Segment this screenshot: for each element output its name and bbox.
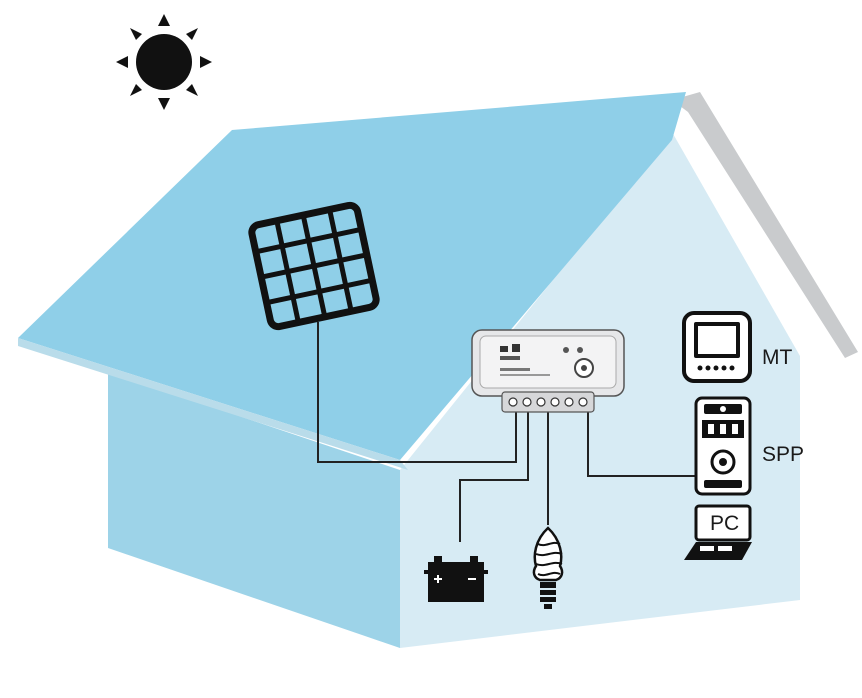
charge-controller-icon bbox=[471, 329, 625, 413]
wiring bbox=[317, 322, 706, 542]
spp-label: SPP bbox=[762, 443, 804, 466]
house-front-wall bbox=[108, 372, 400, 648]
laptop-icon bbox=[684, 504, 752, 560]
load-wire bbox=[587, 405, 706, 477]
battery-wire bbox=[459, 405, 529, 542]
panel-wire bbox=[317, 322, 517, 463]
mt-label: MT bbox=[762, 346, 792, 369]
meter-icon bbox=[682, 311, 752, 383]
roof bbox=[18, 92, 686, 460]
roof-right-edge bbox=[672, 92, 858, 358]
pc-label: PC bbox=[710, 512, 739, 535]
smart-power-plug-icon bbox=[694, 396, 752, 496]
battery-icon bbox=[424, 556, 488, 602]
solar-panel-icon bbox=[248, 201, 380, 331]
sun-icon bbox=[116, 14, 212, 110]
roof-eave-edge bbox=[18, 338, 408, 470]
light-bulb-icon bbox=[532, 526, 564, 609]
